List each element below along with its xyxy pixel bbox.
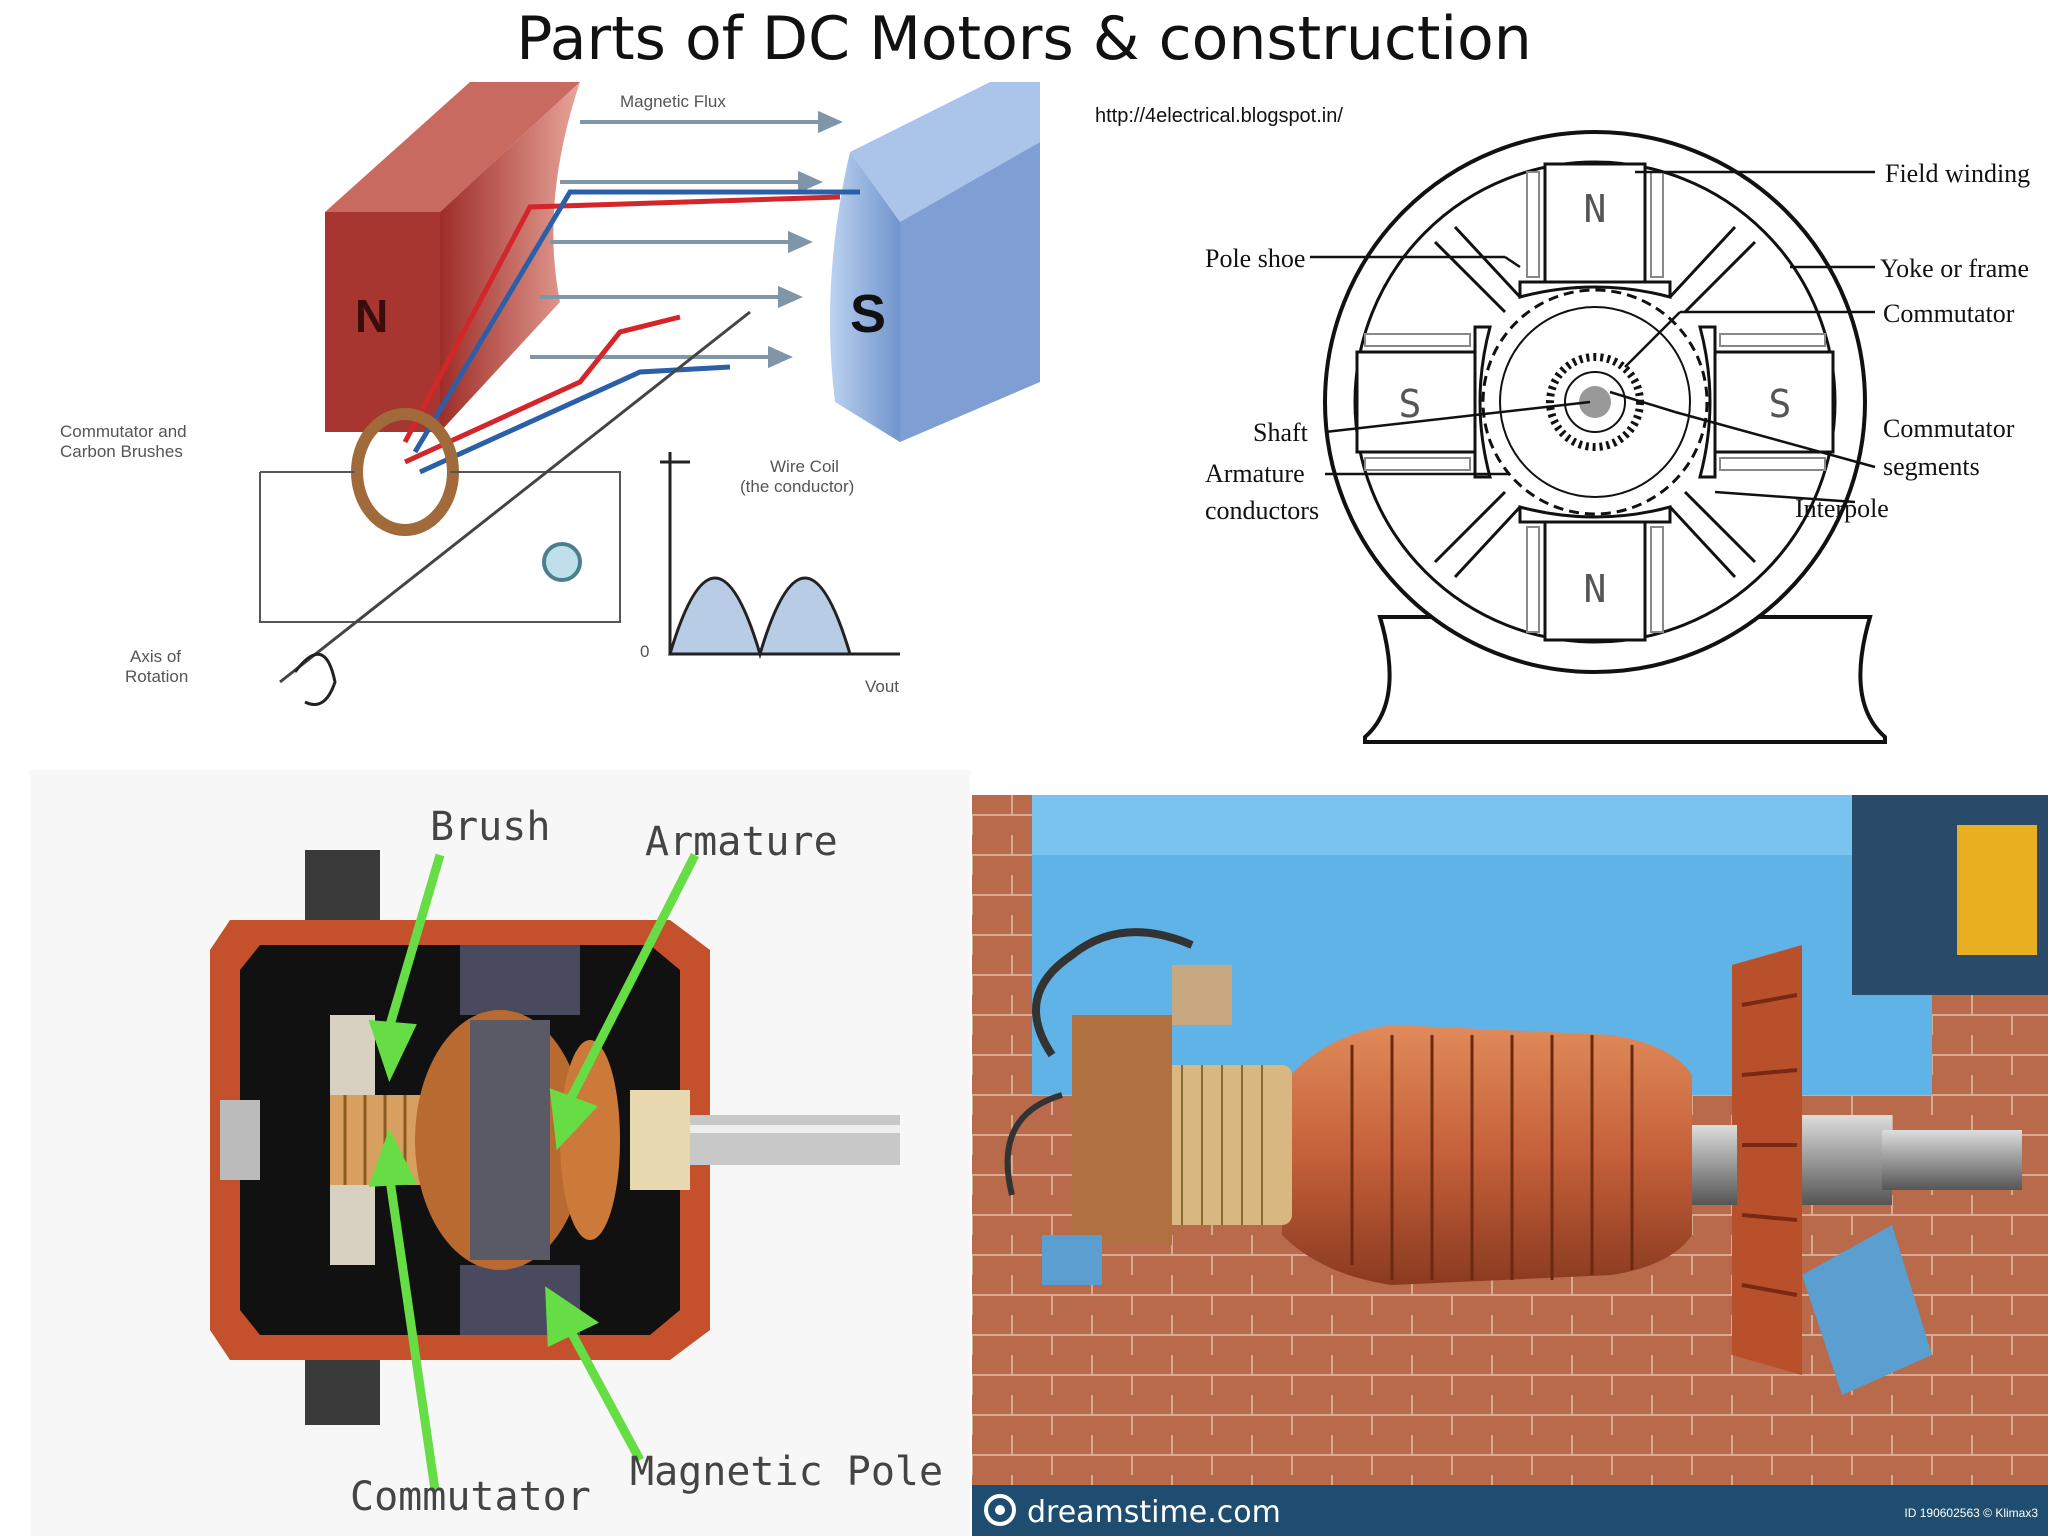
pole-shoe-label: Pole shoe [1205, 244, 1305, 273]
brush-top [330, 1015, 375, 1095]
commutator-brushes-label-1: Commutator and [60, 422, 187, 441]
commutator-label: Commutator [1883, 299, 2015, 328]
cooling-fan [1732, 945, 1802, 1375]
field-winding-hatching [1364, 171, 1826, 633]
brand-label: dreamstime.com [1027, 1495, 1281, 1530]
magnet-top [460, 945, 580, 1015]
magnetic-flux-label: Magnetic Flux [620, 92, 726, 111]
shaft [1579, 386, 1611, 418]
shaft-collar [1802, 1115, 1892, 1205]
north-magnet-front [325, 212, 440, 432]
interpole-label: Interpole [1795, 494, 1889, 523]
armature-winding [1282, 1025, 1692, 1285]
north-magnet-top [325, 82, 580, 212]
dreamstime-logo-icon [984, 1494, 1016, 1526]
commutator-label: Commutator [350, 1474, 591, 1520]
pole-top-label: N [1584, 187, 1607, 231]
bottom-mount [305, 1355, 380, 1425]
axis-label-2: Rotation [125, 667, 188, 686]
armature-conductors-label-1: Armature [1205, 459, 1305, 488]
field-winding-label: Field winding [1885, 159, 2030, 188]
page-title: Parts of DC Motors & construction [516, 4, 1532, 74]
shaft-label: Shaft [1253, 418, 1309, 447]
main-poles [1355, 162, 1835, 642]
commutator-segments-label-2: segments [1883, 452, 1980, 481]
zero-label: 0 [640, 642, 649, 661]
brush-label: Brush [430, 804, 550, 850]
commutator-brushes-label-2: Carbon Brushes [60, 442, 183, 461]
wire-coil [402, 189, 860, 475]
dc-motor-cutaway-illustration: Brush Armature Commutator Magnetic Pole [30, 770, 970, 1536]
axis-label-1: Axis of [130, 647, 181, 666]
south-magnet-side [900, 142, 1040, 442]
wire-coil-label-2: (the conductor) [740, 477, 854, 496]
cables [1032, 928, 1194, 1058]
shaft-support [1802, 1225, 1932, 1395]
flux-arrows [530, 110, 843, 369]
pole-bottom-label: N [1584, 567, 1607, 611]
output-waveform [660, 452, 900, 660]
south-label: S [850, 284, 886, 344]
armature-slots [1350, 1035, 1634, 1280]
shaft [1882, 1130, 2022, 1190]
south-magnet-face [830, 152, 900, 442]
dc-motor-principle-diagram: N S Magnetic Flux Commuta [60, 82, 1060, 722]
dc-motor-armature-photo: dreamstime.com ID 190602563 © Klimax3 [972, 795, 2048, 1536]
watermark-band [972, 1485, 2048, 1536]
voltmeter-icon [542, 542, 582, 582]
axis-of-rotation-line [279, 310, 751, 684]
shaft [690, 1115, 900, 1165]
pole-left-label: S [1399, 382, 1422, 426]
vout-label: Vout [865, 677, 899, 696]
north-label: N [355, 290, 388, 342]
external-circuit [259, 471, 621, 623]
commutator [1142, 1065, 1292, 1225]
south-magnet-top [850, 82, 1040, 222]
armature-conductors-label-2: conductors [1205, 496, 1319, 525]
brush-bottom [330, 1185, 375, 1265]
bearing [630, 1090, 690, 1190]
rotation-arrow-icon [293, 652, 337, 706]
image-id-label: ID 190602563 © Klimax3 [1904, 1506, 2038, 1520]
magnetic-pole-label: Magnetic Pole [630, 1449, 943, 1495]
interpoles [1433, 225, 1757, 579]
north-magnet-face [440, 82, 580, 432]
yellow-machine [1957, 825, 2037, 955]
pole-right-label: S [1769, 382, 1792, 426]
wire-coil-label-1: Wire Coil [770, 457, 839, 476]
yoke-label: Yoke or frame [1880, 254, 2029, 283]
armature-label: Armature [645, 819, 838, 865]
label-arrows [368, 852, 700, 1491]
rear-bearing [220, 1100, 260, 1180]
leader-lines [1310, 170, 1876, 504]
brush-holder [1072, 1015, 1172, 1245]
commutator-segments-label-1: Commutator [1883, 414, 2015, 443]
source-url: http://4electrical.blogspot.in/ [1095, 105, 1343, 127]
rear-support [1042, 1235, 1102, 1285]
dc-motor-cross-section-diagram: http://4electrical.blogspot.in/ [1075, 82, 2048, 762]
armature-core [470, 1020, 550, 1260]
top-mount [305, 850, 380, 920]
terminal-block [1172, 965, 1232, 1025]
